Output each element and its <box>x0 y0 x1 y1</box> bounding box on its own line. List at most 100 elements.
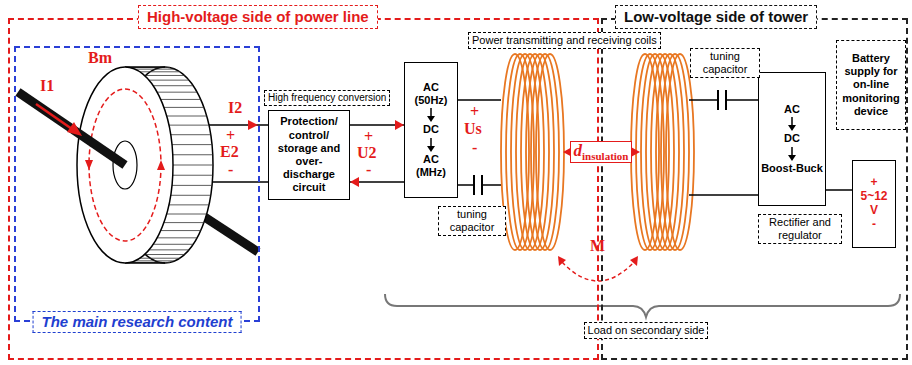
winding-stroke <box>169 204 209 205</box>
voltage-label: Us <box>464 121 482 137</box>
section-label: tuning capacitor <box>690 48 760 78</box>
distance-subscript: insulation <box>582 150 628 162</box>
winding-stroke <box>135 260 175 261</box>
winding-stroke <box>169 125 209 126</box>
flux-arrow <box>85 160 93 170</box>
winding-stroke <box>157 237 197 238</box>
polarity-sign: + <box>470 104 479 120</box>
winding-stroke <box>172 144 212 145</box>
current-arrow <box>36 104 72 129</box>
winding-stroke <box>153 244 193 245</box>
polarity-sign: - <box>472 140 477 156</box>
down-arrow <box>791 117 793 126</box>
winding-stroke <box>161 99 201 100</box>
winding-stroke <box>167 116 207 117</box>
winding-stroke <box>164 222 204 223</box>
box-text: Battery supply for on-line monitoring de… <box>840 52 902 118</box>
wire-connector <box>826 190 852 191</box>
winding-stroke <box>161 230 201 231</box>
down-arrow <box>427 116 435 122</box>
flux-arrow <box>157 160 165 170</box>
capacitor-symbol <box>473 175 475 195</box>
winding-stroke <box>157 92 197 93</box>
region-panel: High-voltage side of power lineThe main … <box>8 18 599 360</box>
arrow-head <box>395 120 404 130</box>
mutual-arc <box>630 256 638 266</box>
winding-stroke <box>153 85 193 86</box>
capacitor-symbol <box>481 175 483 195</box>
winding-stroke <box>135 69 175 70</box>
section-label: Rectifier and regulator <box>758 214 842 244</box>
voltage-label: U2 <box>357 145 377 161</box>
box-text: DC <box>784 132 800 145</box>
winding-stroke <box>140 71 180 72</box>
box-text: AC (50Hz) <box>407 81 455 107</box>
box-text: AC <box>784 103 800 116</box>
section-label: Power transmitting and receiving coils <box>468 32 661 49</box>
down-arrow <box>788 125 796 131</box>
winding-stroke <box>173 165 213 166</box>
coil-turn <box>666 54 694 250</box>
distance-symbol: d <box>574 141 583 160</box>
wire <box>689 99 718 101</box>
voltage-label: E2 <box>220 144 239 160</box>
capacitor-symbol <box>725 90 727 110</box>
wire <box>689 194 758 196</box>
mutual-arc <box>558 256 566 266</box>
wire-connector <box>826 189 852 191</box>
winding-stroke <box>172 185 212 186</box>
distance-label: dinsulation <box>570 141 633 163</box>
battery-label-box: Battery supply for on-line monitoring de… <box>836 40 906 130</box>
down-arrow <box>786 146 798 162</box>
polarity-sign: + <box>364 129 373 145</box>
box-text: DC <box>423 123 439 136</box>
current-arrow <box>67 122 82 136</box>
capacitor-symbol <box>717 90 719 110</box>
polarity-sign: - <box>228 162 233 178</box>
polarity-sign: - <box>366 162 371 178</box>
region-title: Low-voltage side of tower <box>615 5 817 29</box>
winding-stroke <box>171 195 211 196</box>
down-arrow <box>425 107 437 123</box>
winding-stroke <box>145 75 185 76</box>
flux-label: Bm <box>88 50 112 66</box>
wire <box>458 184 474 186</box>
down-arrow <box>791 147 793 156</box>
box-text: Boost-Buck <box>761 162 823 175</box>
brace <box>385 294 900 317</box>
winding-stroke <box>164 107 204 108</box>
battery-box: +5~12 V- <box>852 160 896 248</box>
box-text: - <box>872 218 876 232</box>
wire <box>482 184 501 186</box>
winding-stroke <box>149 80 189 81</box>
winding-stroke <box>171 134 211 135</box>
down-arrow <box>430 108 432 117</box>
winding-stroke <box>149 249 189 250</box>
winding-stroke <box>173 175 213 176</box>
wire <box>458 99 501 101</box>
box-text: Protection/ control/ storage and over-di… <box>271 115 347 194</box>
box-text: 5~12 V <box>855 190 893 218</box>
region-title: High-voltage side of power line <box>138 5 378 29</box>
section-label: Load on secondary side <box>584 322 709 339</box>
current-label: I2 <box>228 100 242 116</box>
converter-box: AC (50Hz) DC AC (MHz) <box>404 62 458 198</box>
winding-stroke <box>167 214 207 215</box>
winding-stroke <box>173 154 213 155</box>
converter-box: AC DC Boost-Buck <box>758 72 826 206</box>
current-label: I1 <box>40 78 54 94</box>
coil-turn <box>536 54 564 250</box>
process-box: Protection/ control/ storage and over-di… <box>268 110 350 200</box>
down-arrow <box>788 155 796 161</box>
winding-stroke <box>145 254 185 255</box>
down-arrow <box>425 137 437 153</box>
down-arrow <box>786 116 798 132</box>
conductor <box>18 92 125 165</box>
box-text: + <box>870 176 877 190</box>
current-arrow <box>248 120 258 130</box>
mutual-label: M <box>590 238 605 254</box>
section-label: tuning capacitor <box>438 206 506 236</box>
section-label: High frequency conversion <box>264 90 390 106</box>
box-text: AC (MHz) <box>407 153 455 179</box>
arrow-head <box>350 177 359 187</box>
